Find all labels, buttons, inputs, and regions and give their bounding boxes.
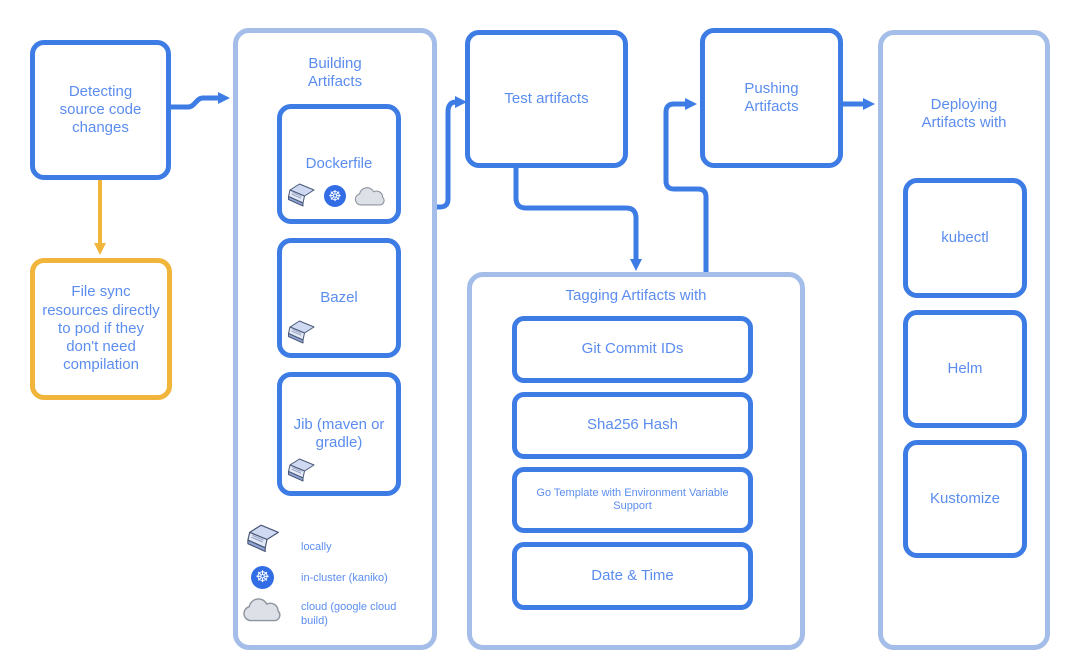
arrow-test-to-tagging <box>513 165 642 271</box>
node-kubectl: kubectl <box>903 178 1027 298</box>
arrow-tagging-to-pushing <box>663 98 709 279</box>
node-date-time: Date & Time <box>512 542 753 610</box>
legend-in-cluster: ☸ <box>251 566 274 589</box>
node-label: Detecting source code changes <box>59 82 142 137</box>
cloud-icon <box>243 598 281 622</box>
tagging-artifacts-title: Tagging Artifacts with <box>565 287 707 304</box>
node-label: Helm <box>947 359 983 377</box>
deploying-artifacts-title: Deploying Artifacts with <box>921 96 1007 132</box>
node-label: Pushing Artifacts <box>744 79 799 115</box>
node-label: Git Commit IDs <box>581 340 684 358</box>
container-title: Deploying Artifacts with <box>878 96 1050 133</box>
node-label: Dockerfile <box>305 154 373 172</box>
node-label: kubectl <box>941 228 989 246</box>
building-artifacts-title: Building Artifacts <box>307 55 363 91</box>
node-helm: Helm <box>903 310 1027 428</box>
node-label: Kustomize <box>929 489 1001 507</box>
legend-locally <box>246 524 282 555</box>
node-test-artifacts: Test artifacts <box>465 30 628 168</box>
laptop-icon <box>247 524 279 553</box>
node-label: Sha256 Hash <box>587 416 678 434</box>
bazel-build-mode-icons <box>287 320 317 346</box>
node-pushing-artifacts: Pushing Artifacts <box>700 28 843 168</box>
legend-locally-label: locally <box>301 541 332 553</box>
node-label: Test artifacts <box>504 89 589 107</box>
node-label: File sync resources directly to pod if t… <box>42 283 160 374</box>
node-sha256-hash: Sha256 Hash <box>512 392 753 459</box>
arrow-detecting-to-building <box>165 92 230 110</box>
cloud-icon <box>354 186 385 206</box>
legend-cloud <box>241 597 281 623</box>
node-file-sync: File sync resources directly to pod if t… <box>30 258 172 400</box>
node-label: Bazel <box>320 288 358 306</box>
jib-build-mode-icons <box>287 458 317 484</box>
node-label: Go Template with Environment Variable Su… <box>536 486 729 512</box>
laptop-icon <box>288 320 315 344</box>
node-kustomize: Kustomize <box>903 440 1027 558</box>
legend-in-cluster-label: in-cluster (kaniko) <box>301 572 388 584</box>
legend-cloud-label: cloud (google cloud build) <box>301 601 397 627</box>
dockerfile-build-mode-icons: ☸ <box>287 183 385 209</box>
kubernetes-wheel-icon: ☸ <box>324 185 346 207</box>
node-label: Date & Time <box>591 566 674 584</box>
arrow-building-to-test <box>430 96 467 210</box>
laptop-icon <box>288 458 315 482</box>
node-detecting-source-code-changes: Detecting source code changes <box>30 40 171 180</box>
node-label: Jib (maven or gradle) <box>293 415 385 451</box>
container-title: Building Artifacts <box>233 55 437 92</box>
laptop-icon <box>288 183 315 207</box>
node-go-template: Go Template with Environment Variable Su… <box>512 467 753 533</box>
kubernetes-wheel-icon: ☸ <box>251 566 274 589</box>
node-git-commit-ids: Git Commit IDs <box>512 316 753 383</box>
